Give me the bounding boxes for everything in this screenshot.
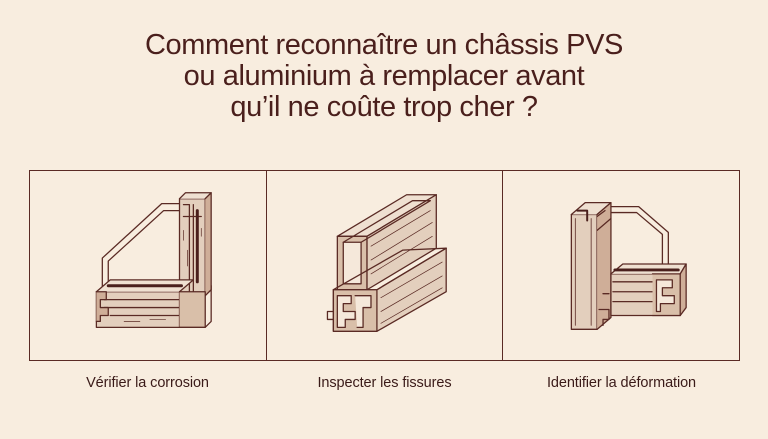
window-frame-corner-icon xyxy=(95,192,212,328)
panel-corrosion xyxy=(30,171,266,360)
page-title: Comment reconnaître un châssis PVS ou al… xyxy=(0,30,768,123)
caption-deformation: Identifier la déformation xyxy=(546,375,697,391)
illustration-panels xyxy=(29,170,740,361)
title-line-2: ou aluminium à remplacer avant xyxy=(183,60,585,92)
window-frame-profile-icon xyxy=(571,202,688,330)
caption-corrosion: Vérifier la corrosion xyxy=(86,375,209,391)
profile-section-icon xyxy=(326,194,447,332)
panel-fissures xyxy=(265,171,503,360)
panel-deformation xyxy=(502,171,739,360)
title-line-1: Comment reconnaître un châssis PVS xyxy=(144,29,623,61)
caption-fissures: Inspecter les fissures xyxy=(317,375,452,391)
title-line-3: qu’il ne coûte trop cher ? xyxy=(230,91,538,123)
